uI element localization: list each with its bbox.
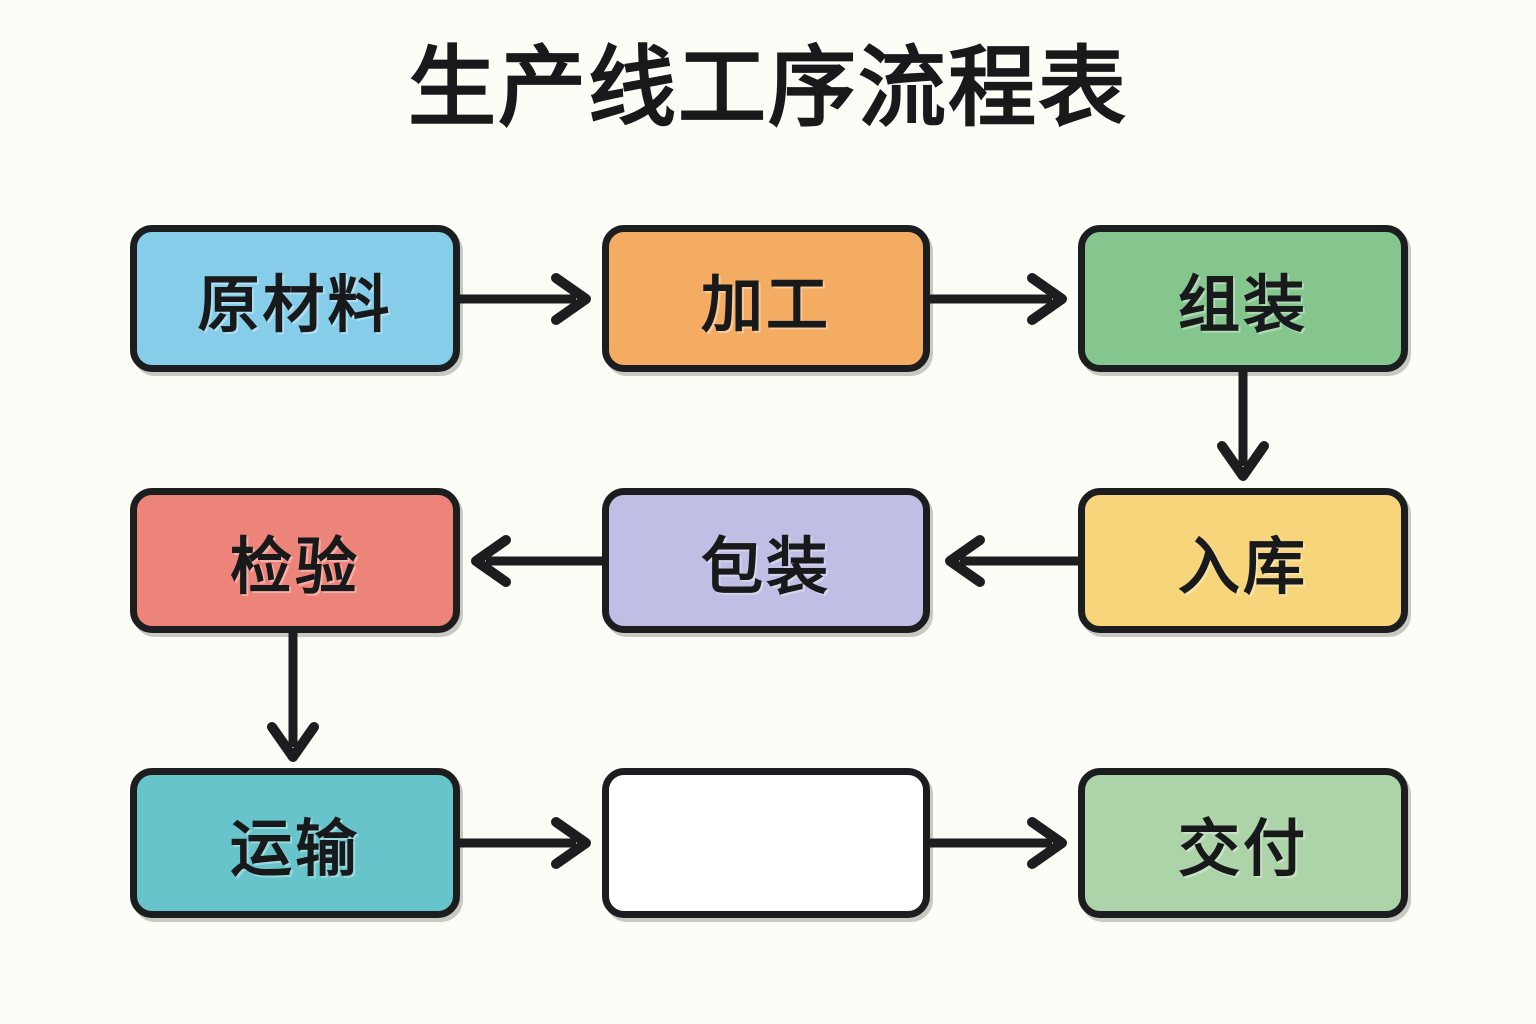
node-delivery[interactable]: 交付 [1078,768,1408,918]
node-label: 运输 [229,815,360,884]
node-transport[interactable]: 运输 [130,768,460,918]
arrow-process-to-assembly-icon [930,273,1082,325]
node-label: 入库 [1177,532,1308,602]
arrow-packaging-to-inspection-icon [460,535,606,587]
node-raw-material[interactable]: 原材料 [130,225,460,372]
node-label: 检验 [229,532,360,602]
node-label: 包装 [700,532,831,602]
node-assembly[interactable]: 组装 [1078,225,1408,372]
node-label: 加工 [700,270,831,340]
node-processing[interactable]: 加工 [602,225,930,372]
node-label: 交付 [1177,815,1308,884]
node-packaging[interactable]: 包装 [602,488,930,633]
node-label: 原材料 [197,270,393,340]
arrow-inspection-to-transport-icon [266,631,320,773]
node-blank[interactable] [602,768,930,918]
page-title: 生产线工序流程表 [407,38,1128,137]
node-inspection[interactable]: 检验 [130,488,460,633]
arrow-blank-to-delivery-icon [930,817,1082,869]
node-label: 组装 [1177,270,1308,340]
arrow-transport-to-blank-icon [460,817,606,869]
arrow-assembly-to-warehousing-icon [1216,370,1270,492]
node-warehousing[interactable]: 入库 [1078,488,1408,633]
arrow-warehousing-to-packaging-icon [930,535,1082,587]
arrow-raw-to-process-icon [460,273,606,325]
